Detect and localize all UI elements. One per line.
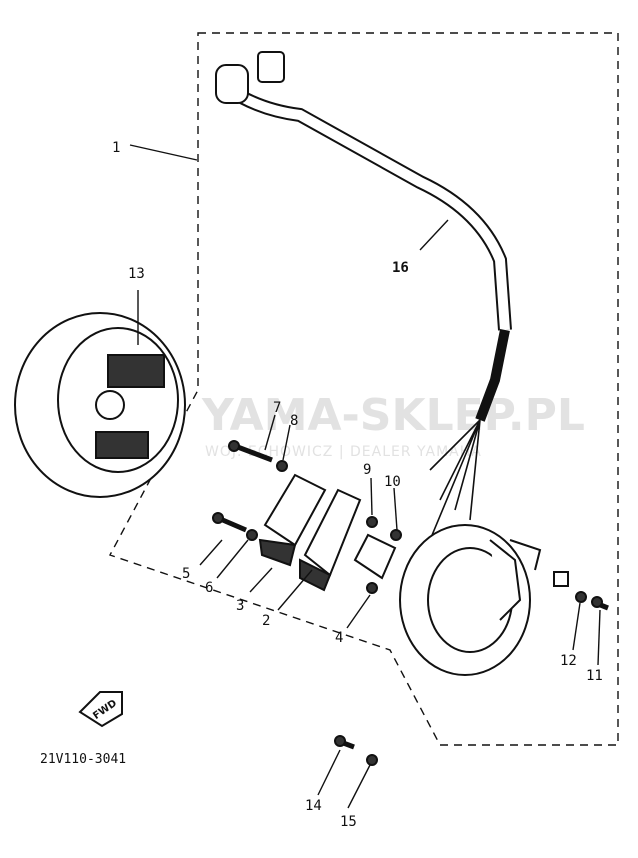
- callout-2: 2: [262, 613, 270, 629]
- pulser-4: [353, 533, 397, 594]
- callouts: 1 2 3 4 5 6 7 8 9 10 11 12 13 14 15 16: [112, 140, 603, 830]
- callout-4: 4: [335, 630, 343, 646]
- callout-6: 6: [205, 580, 213, 596]
- screw-11: [591, 596, 609, 611]
- screw-9: [366, 516, 378, 528]
- screw-7: [228, 440, 273, 463]
- screw-10: [390, 529, 402, 541]
- callout-7: 7: [273, 400, 281, 416]
- drawing-code: 21V110-3041: [40, 752, 126, 767]
- callout-10: 10: [384, 474, 401, 490]
- screw-5: [212, 512, 247, 533]
- callout-16: 16: [392, 260, 409, 276]
- harness-lead-wires: [429, 419, 481, 541]
- screw-14: [334, 735, 355, 750]
- harness-plug: [257, 51, 285, 83]
- callout-3: 3: [236, 598, 244, 614]
- harness-connector: [215, 64, 249, 104]
- callout-13: 13: [128, 266, 145, 282]
- watermark-subtitle: WOJ. ECHOWICZ | DEALER YAMAHA: [205, 444, 482, 460]
- leader-lines: [129, 144, 601, 809]
- coil-3: [258, 473, 327, 567]
- wire-harness: [215, 51, 512, 541]
- coil-2: [299, 488, 362, 592]
- callout-5: 5: [182, 566, 190, 582]
- callout-8: 8: [290, 413, 298, 429]
- clip-12: [553, 571, 587, 603]
- stator-base: [399, 524, 542, 676]
- callout-15: 15: [340, 814, 357, 830]
- washer-8: [276, 460, 288, 472]
- callout-11: 11: [586, 668, 603, 684]
- fwd-arrow-icon: FWD: [78, 691, 123, 728]
- assembly-boundary: [108, 32, 619, 746]
- callout-9: 9: [363, 462, 371, 478]
- washer-6: [246, 529, 258, 541]
- watermark-title: YAMA-SKLEP.PL: [201, 390, 585, 441]
- washer-15: [366, 754, 378, 766]
- flywheel-rotor: [14, 312, 186, 498]
- callout-14: 14: [305, 798, 322, 814]
- callout-1: 1: [112, 140, 120, 156]
- callout-12: 12: [560, 653, 577, 669]
